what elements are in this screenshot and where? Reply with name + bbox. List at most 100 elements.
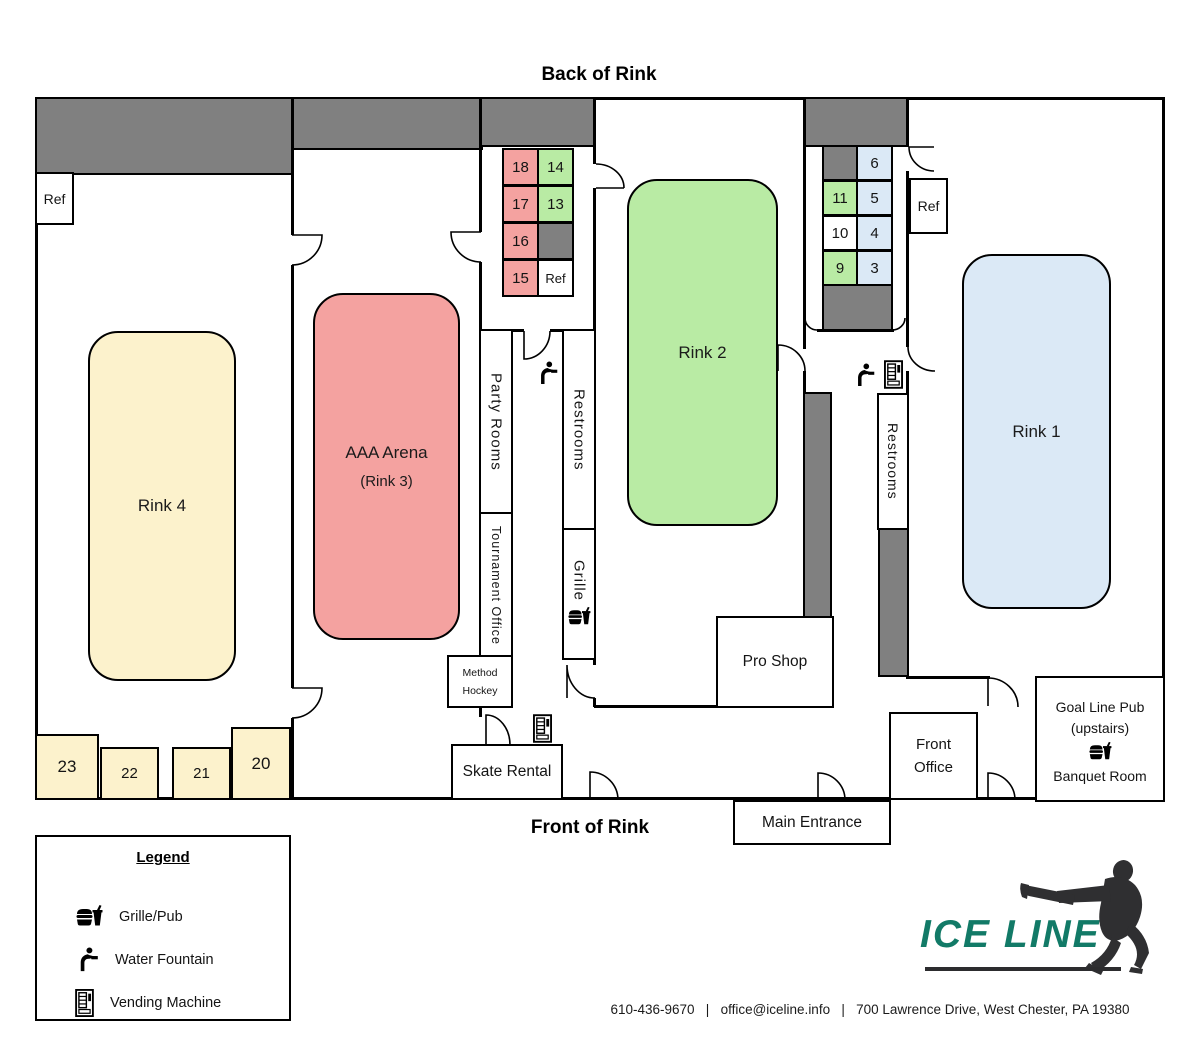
rink-1-label: Rink 1 [1012,421,1061,441]
logo-underline [925,967,1121,971]
bleachers-center-bay [479,97,596,147]
locker-room-3: 3 [856,250,893,286]
grille-pub-icon [75,904,103,930]
ref-room-left: Ref [35,172,74,225]
locker-room-16: 16 [502,222,539,260]
locker-room-18: 18 [502,148,539,186]
bleachers-right-bay [803,97,909,147]
wall [906,371,909,395]
bleachers-rink4 [35,97,293,175]
water-fountain-icon [853,362,875,388]
vending-machine-icon [533,714,552,743]
method-hockey-office: Method Hockey [447,655,513,708]
email-address: office@iceline.info [720,1002,831,1017]
wall [906,97,909,147]
rink-3-label: AAA Arena [345,443,428,462]
legend-item-fountain: Water Fountain [75,946,289,973]
wall [291,97,294,235]
front-office-line2: Office [914,759,953,776]
separator: | [705,1002,710,1017]
ref-room-center-bay: Ref [537,259,574,297]
locker-room-14: 14 [537,148,574,186]
skate-rental: Skate Rental [451,744,563,800]
wall [906,676,990,679]
vending-machine-icon [884,360,903,389]
party-rooms: Party Rooms [479,329,513,514]
locker-room-4: 4 [856,215,893,251]
wall [594,705,719,708]
legend-item-label: Water Fountain [115,951,214,968]
locker-room-11: 11 [822,180,858,216]
locker-room-21: 21 [172,747,231,800]
legend-title: Legend [136,849,190,866]
rink-3-sublabel: (Rink 3) [360,473,413,490]
ref-room-right: Ref [909,178,948,234]
rink-4-label: Rink 4 [137,496,187,515]
wall [479,97,482,232]
bleachers-rink2-side [803,392,832,618]
front-of-rink-title: Front of Rink [530,817,650,838]
gray-utility-cell [822,145,858,181]
restrooms-center: Restrooms [562,329,596,530]
separator: | [841,1002,845,1017]
method-hockey-line2: Hockey [462,684,498,697]
locker-room-10: 10 [822,215,858,251]
wall [803,97,806,349]
legend-item-label: Grille/Pub [119,909,183,925]
ice-line-logo: ICE LINE [895,855,1195,985]
front-office: Front Office [889,712,978,800]
rink-2-label: Rink 2 [678,342,727,362]
logo-wordmark: ICE LINE [920,913,1101,956]
bleachers-rink3 [291,97,483,150]
wall [479,707,482,717]
legend: Legend Grille/Pub Water Fountain Vending… [35,835,291,1021]
locker-room-23: 23 [35,734,99,800]
vending-machine-icon [75,989,94,1017]
legend-item-vending: Vending Machine [75,989,289,1017]
goal-line-pub-banquet-room: Goal Line Pub (upstairs) Banquet Room [1035,676,1165,802]
water-fountain-icon [536,360,558,386]
wall [817,329,894,332]
street-address: 700 Lawrence Drive, West Chester, PA 193… [856,1002,1130,1017]
goal-line-pub-label: Goal Line Pub [1055,698,1145,715]
locker-room-13: 13 [537,185,574,223]
wall [906,171,909,347]
locker-room-6: 6 [856,145,893,181]
grille-label: Grille [570,559,588,601]
phone-number: 610-436-9670 [610,1002,695,1017]
goal-line-pub-sublabel: (upstairs) [1070,719,1130,736]
grille: Grille [562,528,596,660]
legend-item-label: Vending Machine [110,995,222,1011]
right-bay-gray-block [822,284,893,331]
locker-room-20: 20 [231,727,291,800]
locker-room-9: 9 [822,250,858,286]
bleachers-rink1-side [878,528,909,677]
water-fountain-icon [75,946,99,973]
locker-room-17: 17 [502,185,539,223]
rink-1: Rink 1 [962,254,1111,609]
gray-utility-cell [537,222,574,260]
wall [291,718,294,800]
banquet-room-label: Banquet Room [1053,767,1147,784]
main-entrance: Main Entrance [733,800,891,845]
restrooms-right: Restrooms [877,393,909,530]
wall [803,371,806,392]
rink-4: Rink 4 [88,331,236,681]
grille-pub-icon [567,606,591,628]
locker-room-15: 15 [502,259,539,297]
locker-room-5: 5 [856,180,893,216]
rink-2: Rink 2 [627,179,778,526]
legend-item-grille: Grille/Pub [75,904,289,930]
wall [593,698,596,707]
rink-3-aaa-arena: AAA Arena (Rink 3) [313,293,460,640]
wall [593,97,596,164]
locker-room-22: 22 [100,747,159,800]
grille-pub-icon [1088,741,1112,763]
contact-footer: 610-436-9670 | office@iceline.info | 700… [540,1002,1200,1017]
wall [291,265,294,688]
method-hockey-line1: Method [462,666,498,679]
tournament-office: Tournament Office [479,512,513,659]
back-of-rink-title: Back of Rink [541,64,657,85]
pro-shop: Pro Shop [716,616,834,708]
